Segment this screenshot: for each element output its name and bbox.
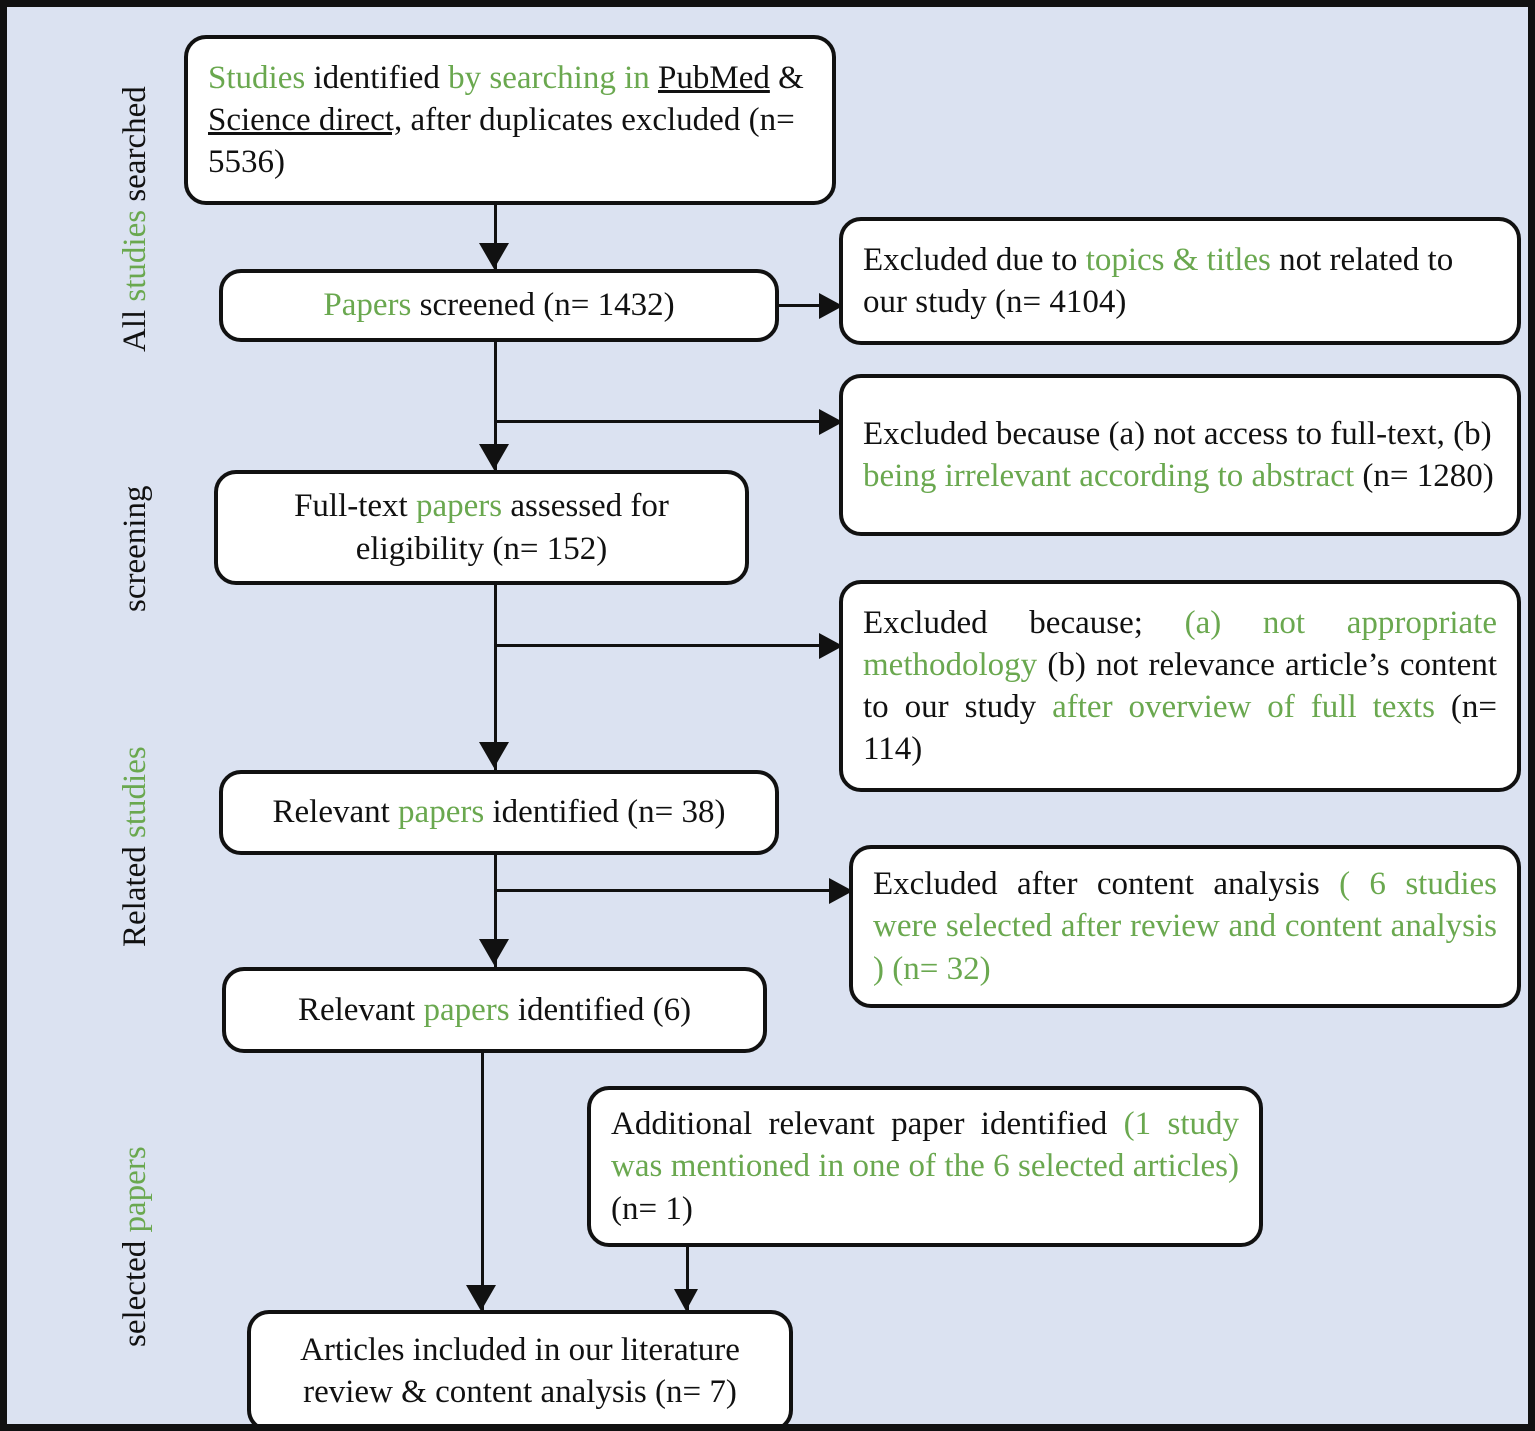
box-text: Relevant	[272, 794, 399, 831]
box-text-accent: by searching in	[448, 59, 659, 96]
box-text-accent: ( 6 studies were selected after review a…	[873, 866, 1497, 987]
stage-label-part-accent: studies	[117, 201, 153, 302]
arrowhead-down	[479, 243, 509, 269]
connector-additional-to-included	[686, 1247, 689, 1313]
box-full-text-assessed[interactable]: Full-text papers assessed for eligibilit…	[214, 470, 749, 585]
box-text-accent: Studies	[208, 59, 314, 96]
box-relevant-papers-38[interactable]: Relevant papers identified (n= 38)	[219, 770, 779, 855]
stage-label-part: screening	[117, 485, 153, 612]
box-text: screened (n= 1432)	[419, 287, 675, 324]
box-text: &	[769, 59, 804, 96]
connector-screened-to-excluded-topics	[779, 304, 839, 307]
box-papers-screened[interactable]: Papers screened (n= 1432)	[219, 269, 779, 342]
arrowhead-down	[479, 742, 509, 768]
box-text-accent: (a) not appropriate methodology	[863, 604, 1497, 683]
arrowhead-down	[479, 939, 509, 965]
box-text-underlined: Science direct,	[208, 101, 403, 138]
box-text: (b) not relevance article’s content to o…	[863, 646, 1497, 725]
box-text: Additional relevant paper identified	[611, 1106, 1124, 1143]
box-text: Excluded due to	[863, 241, 1086, 278]
connector-branch-to-excluded-methodology	[494, 644, 826, 647]
connector-branch-to-excluded-content	[494, 889, 836, 892]
box-studies-identified[interactable]: Studies identified by searching in PubMe…	[184, 35, 836, 205]
box-text: after duplicates excluded (n= 5536)	[208, 101, 795, 181]
box-text: Excluded because (a) not access to full-…	[863, 415, 1492, 452]
connector-relevant38-to-relevant6	[494, 855, 497, 967]
box-text-accent: topics & titles	[1085, 241, 1280, 278]
box-text: Excluded because;	[863, 604, 1185, 641]
box-text-accent: papers	[415, 488, 511, 525]
box-excluded-after-content-analysis[interactable]: Excluded after content analysis ( 6 stud…	[849, 845, 1521, 1008]
box-text-accent: after overview of full texts	[1052, 689, 1451, 725]
stage-label-part: All	[117, 301, 153, 352]
connector-fulltext-to-relevant38	[494, 585, 497, 770]
box-text: Relevant	[297, 991, 424, 1028]
box-text: identified (n= 38)	[492, 794, 726, 831]
box-text: identified (6)	[517, 991, 692, 1028]
connector-screened-to-fulltext	[494, 342, 497, 472]
box-relevant-papers-6[interactable]: Relevant papers identified (6)	[222, 967, 767, 1053]
box-text-accent: Papers	[323, 287, 420, 324]
box-text: Full-text	[294, 488, 416, 525]
box-text: not related to our study (n= 4104)	[863, 241, 1454, 320]
stage-label-selected-papers: selected papers	[117, 1146, 153, 1347]
box-articles-included[interactable]: Articles included in our literature revi…	[247, 1310, 793, 1424]
arrowhead-down	[466, 1285, 496, 1311]
box-text: (n= 1280)	[1362, 458, 1494, 494]
box-text: identified	[313, 59, 449, 96]
box-excluded-methodology[interactable]: Excluded because; (a) not appropriate me…	[839, 580, 1521, 792]
arrowhead-down	[674, 1289, 698, 1311]
box-text: assessed for eligibility (n= 152)	[355, 488, 669, 567]
box-text-underlined: PubMed	[658, 59, 770, 96]
box-text: Articles included in our literature revi…	[300, 1331, 740, 1410]
stage-label-part: searched	[117, 86, 153, 202]
stage-label-part-accent: studies	[117, 746, 153, 838]
stage-label-part: selected	[117, 1232, 153, 1347]
box-text-accent: papers	[423, 991, 518, 1028]
connector-relevant6-to-included	[481, 1053, 484, 1313]
stage-label-related-studies: Related studies	[117, 746, 153, 947]
box-excluded-no-access[interactable]: Excluded because (a) not access to full-…	[839, 374, 1521, 536]
box-text: (n= 1)	[611, 1190, 693, 1227]
stage-label-part: Related	[117, 837, 153, 947]
stage-label-all-studies-searched: All studies searched	[117, 86, 153, 352]
stage-label-part-accent: papers	[117, 1146, 153, 1233]
box-text-accent: being irrelevant according to abstract	[863, 458, 1363, 494]
box-text-accent: papers	[398, 794, 493, 831]
connector-identified-to-screened	[494, 203, 497, 269]
box-additional-relevant-paper[interactable]: Additional relevant paper identified (1 …	[587, 1086, 1263, 1247]
box-text: Excluded after content analysis	[873, 866, 1340, 903]
box-text: (n= 114)	[863, 689, 1498, 768]
box-excluded-topics-titles[interactable]: Excluded due to topics & titles not rela…	[839, 217, 1521, 345]
box-text-accent: (1 study was mentioned in one of the 6 s…	[611, 1106, 1239, 1185]
connector-branch-to-excluded-access	[494, 420, 826, 423]
arrowhead-down	[479, 444, 509, 470]
stage-label-screening: screening	[117, 485, 153, 612]
